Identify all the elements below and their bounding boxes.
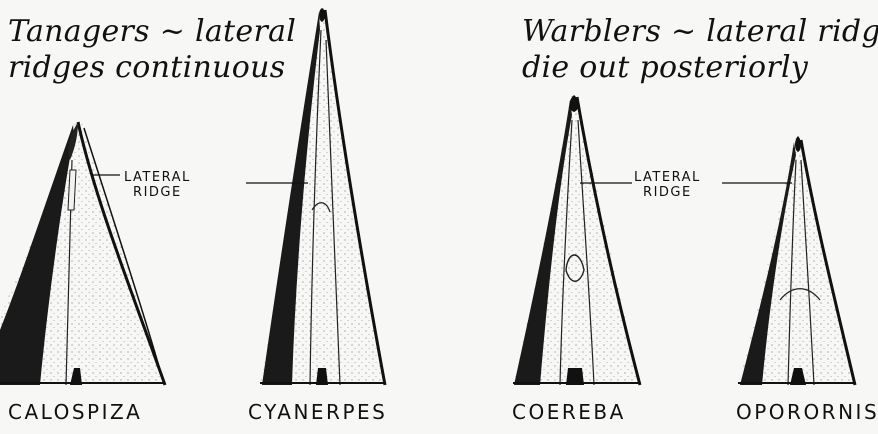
genus-label-coereba: COEREBA	[512, 400, 626, 424]
heading-warblers-line2: die out posteriorly	[522, 50, 878, 86]
lateral-ridge-label-left: LATERAL RIDGE	[124, 170, 191, 200]
heading-tanagers-line2: ridges continuous	[8, 50, 296, 86]
lateral-ridge-label-right: LATERAL RIDGE	[634, 170, 701, 200]
ridge-label-line1: LATERAL	[634, 170, 701, 185]
genus-label-oporornis: OPORORNIS	[736, 400, 878, 424]
heading-tanagers: Tanagers ~ lateral ridges continuous	[8, 14, 296, 86]
heading-warblers: Warblers ~ lateral ridges die out poster…	[522, 14, 878, 86]
bill-coereba	[513, 95, 640, 385]
ridge-label-line2: RIDGE	[124, 185, 191, 200]
ridge-label-line1: LATERAL	[124, 170, 191, 185]
heading-tanagers-line1: Tanagers ~ lateral	[8, 14, 296, 50]
ridge-label-line2: RIDGE	[634, 185, 701, 200]
genus-label-calospiza: CALOSPIZA	[8, 400, 142, 424]
genus-label-cyanerpes: CYANERPES	[248, 400, 387, 424]
bill-opororis	[738, 136, 855, 385]
bill-calospiza	[0, 122, 165, 385]
heading-warblers-line1: Warblers ~ lateral ridges	[522, 14, 878, 50]
